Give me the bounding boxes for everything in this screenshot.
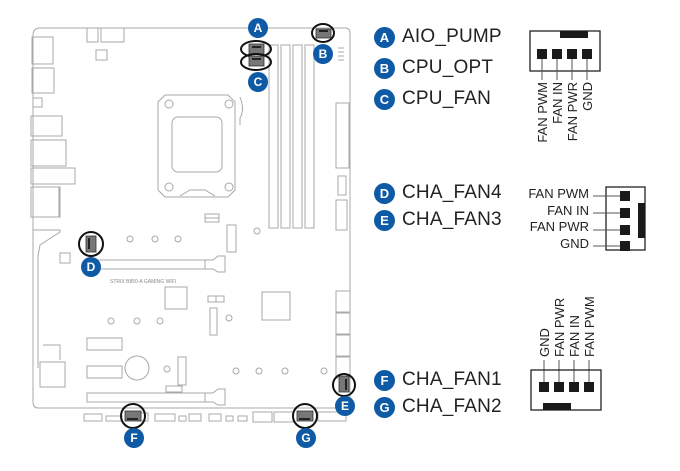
board-badge-g: G (296, 428, 316, 448)
rear-io-1 (31, 36, 54, 65)
legend-item-cha-fan3: E CHA_FAN3 (374, 207, 502, 233)
rear-io-6 (30, 167, 76, 185)
legend-item-cha-fan4: D CHA_FAN4 (374, 180, 502, 206)
connector-cha-fan3 (332, 373, 356, 397)
legend-label: CPU_OPT (402, 57, 494, 78)
cpu-socket (157, 94, 236, 198)
pin-label: FAN PWR (565, 82, 580, 141)
pin-label: GND (560, 236, 589, 251)
legend-label: CHA_FAN4 (402, 182, 502, 203)
pin-label: FAN PWR (530, 219, 589, 234)
legend-label: CHA_FAN3 (402, 209, 502, 230)
connector-cha-fan2 (292, 403, 318, 429)
badge-e: E (374, 209, 395, 231)
svg-text:E: E (341, 399, 349, 413)
svg-text:A: A (254, 21, 263, 35)
legend-item-cha-fan2: G CHA_FAN2 (374, 394, 502, 420)
badge-f: F (374, 369, 395, 391)
cpu-power-1 (86, 27, 99, 43)
pin-label: FAN PWM (582, 296, 597, 357)
connector-cpu-fan (240, 53, 272, 71)
pinout-diagram-side: FAN PWM FAN IN FAN PWR GND (528, 186, 646, 251)
legend-item-aio-pump: A AIO_PUMP (374, 24, 502, 50)
board-badge-f: F (124, 428, 144, 448)
dimm-slot-2 (280, 44, 291, 229)
cpu-power-2 (100, 27, 125, 43)
cpu-ihs (171, 116, 223, 173)
legend-label: CPU_FAN (402, 88, 492, 109)
board-badge-e: E (335, 396, 355, 416)
badge-g: G (374, 396, 395, 418)
pin-label: FAN PWR (552, 298, 567, 357)
motherboard-diagram: STRIX B850-A GAMING WIFI (30, 18, 356, 448)
pin-label: FAN IN (567, 315, 582, 357)
badge-c: C (374, 88, 395, 110)
svg-text:F: F (130, 431, 137, 445)
pin-label: FAN PWM (528, 186, 589, 201)
legend-label: CHA_FAN1 (402, 369, 502, 390)
svg-text:C: C (254, 75, 263, 89)
legend-item-cpu-opt: B CPU_OPT (374, 55, 493, 81)
pin-label: GND (580, 82, 595, 111)
rear-io-5 (30, 139, 67, 167)
connector-cha-fan1 (120, 403, 146, 429)
pin-label: GND (537, 328, 552, 357)
dimm-slot-4 (304, 44, 315, 229)
legend-label: CHA_FAN2 (402, 396, 502, 417)
pin-label: FAN PWM (535, 82, 550, 143)
board-badge-c: C (248, 72, 268, 92)
dimm-slot-3 (292, 44, 303, 229)
key-notch (560, 31, 588, 38)
connector-cha-fan4 (78, 231, 104, 257)
pcie-slot-1 (94, 259, 206, 270)
legend-label: AIO_PUMP (402, 26, 502, 47)
svg-text:G: G (301, 431, 310, 445)
pinout-diagram-bottom: GND FAN PWR FAN IN FAN PWM (530, 296, 602, 411)
dimm-slot-1 (268, 44, 279, 229)
svg-text:B: B (319, 47, 328, 61)
rear-io-2 (31, 67, 55, 94)
board-badge-d: D (81, 257, 101, 277)
rear-io-7 (30, 186, 61, 218)
pinout-diagram-top: FAN PWM FAN IN FAN PWR GND (529, 30, 601, 143)
badge-b: B (374, 57, 395, 79)
board-silkscreen: STRIX B850-A GAMING WIFI (110, 279, 176, 285)
pin-label: FAN IN (550, 82, 565, 124)
key-notch (638, 203, 645, 238)
badge-a: A (374, 26, 395, 48)
badge-d: D (374, 182, 395, 204)
pcie-slot-2 (86, 392, 206, 403)
rear-io-3 (32, 97, 43, 108)
atx-24pin (335, 102, 350, 169)
connector-cpu-opt (311, 23, 335, 43)
legend-item-cpu-fan: C CPU_FAN (374, 86, 491, 112)
key-notch (543, 403, 571, 410)
legend-item-cha-fan1: F CHA_FAN1 (374, 367, 502, 393)
board-badge-b: B (313, 44, 333, 64)
pin-label: FAN IN (547, 203, 589, 218)
rear-io-4 (30, 115, 63, 137)
svg-text:D: D (87, 260, 96, 274)
board-badge-a: A (248, 18, 268, 38)
